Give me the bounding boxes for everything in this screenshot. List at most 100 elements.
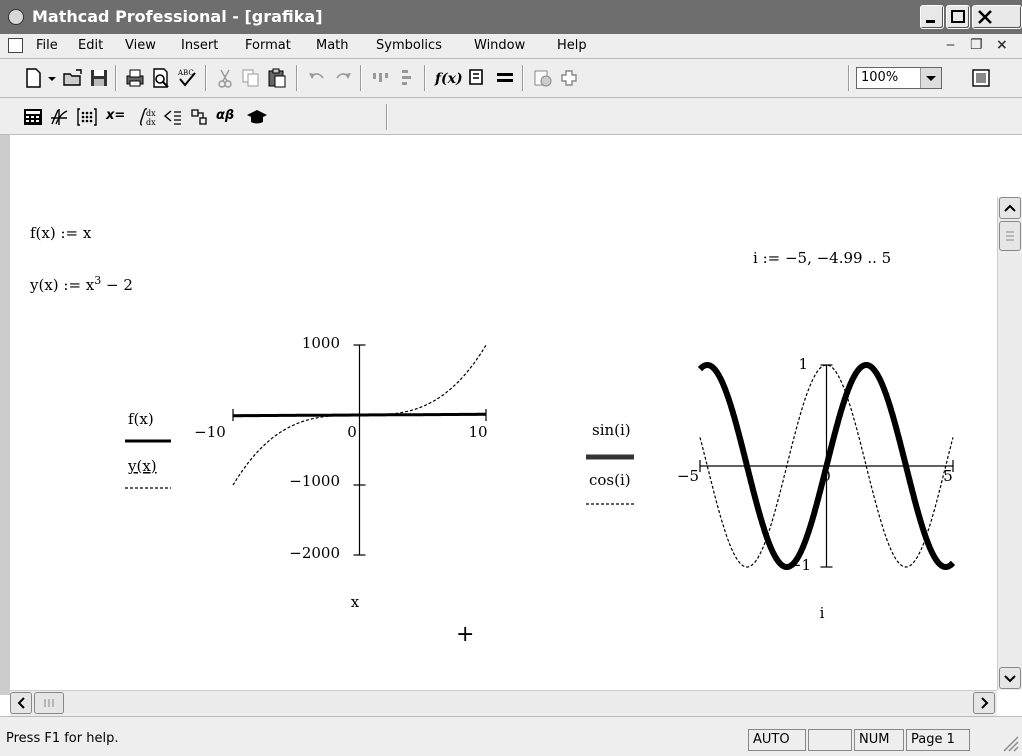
dropdown-arrow-icon: [48, 77, 56, 81]
undo-button[interactable]: [306, 67, 328, 89]
plot2-xlabel: i: [820, 604, 825, 622]
minimize-button[interactable]: [920, 5, 944, 29]
new-button[interactable]: [22, 67, 44, 89]
menu-file[interactable]: File: [36, 38, 58, 53]
status-help-text: Press F1 for help.: [6, 731, 119, 746]
plot-sin-cos[interactable]: sin(i) cos(i) −5 0 5 1 −1 i: [570, 317, 990, 637]
svg-text:dx: dx: [146, 109, 156, 118]
open-button[interactable]: [62, 67, 84, 89]
grip-icon: [1006, 231, 1014, 241]
mdi-restore-icon[interactable]: ❐: [970, 37, 983, 53]
definition-y-base: y(x) := x: [30, 276, 95, 294]
matrix-icon: [77, 108, 97, 126]
menu-help[interactable]: Help: [557, 38, 587, 53]
horizontal-scrollbar[interactable]: [10, 690, 997, 716]
menu-view[interactable]: View: [125, 38, 156, 53]
graph-toolbar-button[interactable]: [48, 106, 70, 128]
plot1-xtick-0: 0: [347, 423, 357, 441]
plot-fx-yx[interactable]: f(x) y(x) −10 0 10 1000 −1000 −2000 x: [110, 317, 590, 637]
hyperlink-icon: [534, 70, 552, 87]
mdi-minimize-icon[interactable]: ‒: [946, 37, 955, 53]
worksheet[interactable]: f(x) := x y(x) := x3 − 2 i := −5, −4.99 …: [10, 197, 996, 690]
document-icon[interactable]: [8, 38, 23, 53]
boolean-icon: [163, 110, 181, 125]
resize-grip-icon[interactable]: [998, 731, 1020, 753]
greek-toolbar-button[interactable]: αβ: [216, 108, 235, 123]
zoom-dropdown-button[interactable]: [920, 68, 941, 88]
svg-text:dx: dx: [146, 118, 156, 127]
scroll-down-button[interactable]: [999, 667, 1021, 689]
symbolic-toolbar-button[interactable]: [246, 106, 268, 128]
scroll-right-button[interactable]: [973, 692, 995, 714]
chevron-down-icon: [926, 76, 936, 81]
save-button[interactable]: [88, 67, 110, 89]
scroll-left-button[interactable]: [10, 692, 32, 714]
title-bar[interactable]: Mathcad Professional - [grafika]: [0, 0, 1022, 34]
plot1-ytick-neg2000: −2000: [289, 544, 340, 562]
chevron-left-icon: [17, 697, 25, 709]
matrix-toolbar-button[interactable]: [76, 106, 98, 128]
close-button[interactable]: [972, 5, 1022, 29]
print-button[interactable]: [124, 67, 146, 89]
insert-hyperlink-button[interactable]: [532, 67, 554, 89]
menu-window[interactable]: Window: [474, 38, 525, 53]
vertical-scroll-thumb[interactable]: [999, 221, 1021, 251]
definition-y-tail: − 2: [101, 276, 133, 294]
chevron-up-icon: [1004, 204, 1016, 212]
definition-y-exponent: 3: [94, 274, 102, 287]
close-icon: [978, 10, 992, 24]
definition-y[interactable]: y(x) := x3 − 2: [30, 274, 133, 294]
menu-insert[interactable]: Insert: [181, 38, 218, 53]
toolbar-separator: [386, 104, 388, 130]
menu-math[interactable]: Math: [316, 38, 349, 53]
align-down-button[interactable]: [396, 67, 418, 89]
mathcad-app-icon[interactable]: [8, 9, 24, 25]
undo-icon: [309, 73, 324, 79]
definition-f[interactable]: f(x) := x: [30, 224, 92, 242]
horizontal-scroll-thumb[interactable]: [34, 692, 64, 714]
print-preview-button[interactable]: [150, 67, 172, 89]
cut-button[interactable]: [214, 67, 236, 89]
scroll-up-button[interactable]: [999, 197, 1021, 219]
maximize-button[interactable]: [946, 5, 970, 29]
plot2-series-sin-i: [697, 362, 956, 570]
evaluation-toolbar-button[interactable]: x=: [106, 108, 126, 123]
plot2-xtick-neg5: −5: [677, 467, 699, 485]
menu-format[interactable]: Format: [245, 38, 291, 53]
copy-button[interactable]: [240, 67, 262, 89]
insert-unit-button[interactable]: [466, 67, 488, 89]
component-icon: [561, 70, 577, 86]
boolean-toolbar-button[interactable]: [162, 106, 184, 128]
align-down-icon: [402, 70, 411, 85]
align-across-button[interactable]: [370, 67, 392, 89]
calculator-toolbar-button[interactable]: [22, 106, 44, 128]
zoom-select[interactable]: 100%: [856, 67, 942, 89]
vertical-scrollbar[interactable]: [997, 197, 1022, 690]
programming-toolbar-button[interactable]: [188, 106, 210, 128]
svg-text:ABC: ABC: [177, 69, 194, 77]
zoom-value: 100%: [861, 70, 899, 85]
mdi-close-icon[interactable]: ×: [996, 37, 1008, 53]
align-across-icon: [373, 73, 388, 82]
paste-button[interactable]: [266, 67, 288, 89]
grip-icon: [44, 699, 54, 707]
open-folder-icon: [63, 69, 82, 86]
calculate-button[interactable]: [494, 67, 516, 89]
toolbar-separator: [848, 65, 850, 91]
insert-function-button[interactable]: f(x): [434, 67, 462, 89]
plot1-xtick-neg10: −10: [194, 423, 226, 441]
menu-symbolics[interactable]: Symbolics: [376, 38, 442, 53]
redo-button[interactable]: [332, 67, 354, 89]
new-dropdown[interactable]: [46, 67, 58, 89]
range-variable-i[interactable]: i := −5, −4.99 .. 5: [753, 249, 892, 267]
calculator-icon: [24, 109, 42, 125]
toolbar-separator: [205, 65, 207, 91]
insert-component-button[interactable]: [558, 67, 580, 89]
plot2-legend-cos: cos(i): [589, 471, 631, 489]
menu-edit[interactable]: Edit: [78, 38, 103, 53]
resources-button[interactable]: [970, 67, 992, 89]
toolbar-separator: [522, 65, 524, 91]
spell-check-button[interactable]: ABC: [176, 67, 198, 89]
status-page: Page 1: [906, 729, 970, 751]
